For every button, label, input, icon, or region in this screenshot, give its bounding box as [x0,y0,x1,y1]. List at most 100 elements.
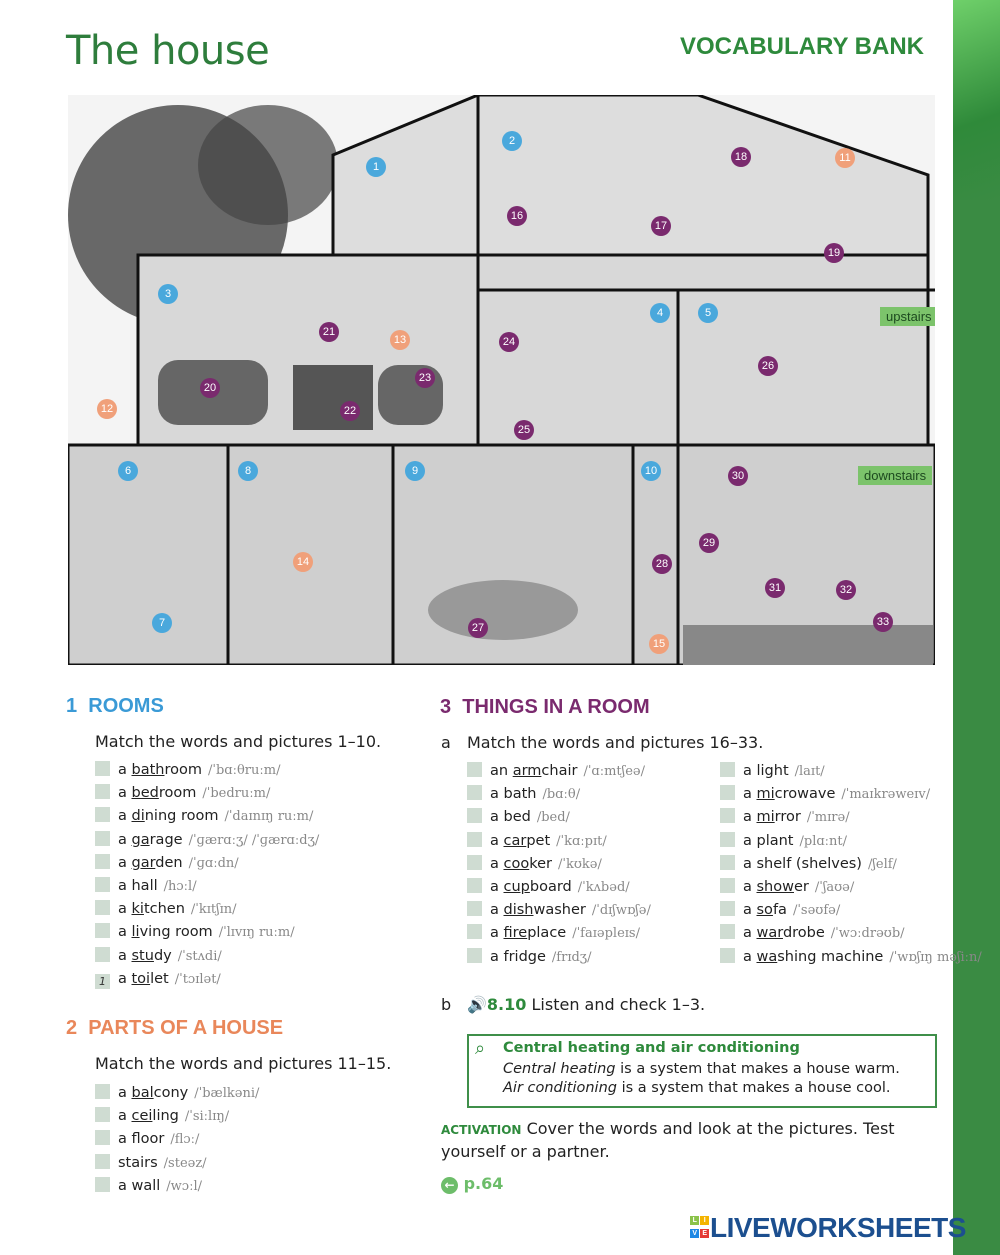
answer-box[interactable] [720,878,735,893]
answer-box[interactable] [467,831,482,847]
answer-box[interactable] [467,947,482,963]
answer-box[interactable] [95,830,110,846]
answer-box[interactable] [95,807,110,823]
vocab-item: a carpet/ˈkɑːpɪt/ [467,831,607,851]
answer-box[interactable] [95,853,110,869]
note-text: is a system that makes a house warm. [615,1061,900,1077]
answer-box[interactable] [467,901,482,917]
vocab-item: a fridge/frɪdʒ/ [467,947,592,967]
picture-number-marker: 24 [499,332,519,352]
pronunciation: /wɔːl/ [166,1178,203,1194]
vocab-item: a kitchen/ˈkɪtʃɪn/ [95,899,237,919]
pronunciation: /ˈʃaʊə/ [814,880,855,895]
answer-box[interactable] [720,901,735,917]
answer-box[interactable] [467,924,482,940]
word-suffix: room [158,785,197,802]
answer-box[interactable] [467,762,482,777]
answer-box[interactable] [467,878,482,893]
house-drawing [68,95,935,665]
picture-number-marker: 14 [293,552,313,572]
vocab-item: a cooker/ˈkʊkə/ [467,854,602,874]
vocab-item: a dining room/ˈdaɪnɪŋ ruːm/ [95,806,313,826]
answer-box[interactable] [95,1153,110,1169]
word-stress: war [756,925,783,942]
word-suffix: room [164,762,202,778]
word-stress: arm [512,763,542,779]
word-prefix: a bath [490,786,537,803]
answer-box[interactable] [95,877,110,892]
downstairs-label: downstairs [858,466,933,485]
word-stress: car [503,832,527,849]
answer-box[interactable] [720,831,735,847]
rooms-instruction: Match the words and pictures 1–10. [95,732,382,751]
picture-number-marker: 11 [835,148,855,168]
word-stress: bal [131,1085,154,1101]
picture-number-marker: 31 [765,578,785,598]
word-prefix: a [118,1108,132,1125]
answer-box[interactable] [720,924,735,940]
logo-text: LIVEWORKSHEETS [710,1212,966,1243]
picture-number-marker: 30 [728,466,748,486]
answer-box[interactable] [95,784,110,800]
vocab-item: a microwave/ˈmaɪkrəweɪv/ [720,784,930,804]
pronunciation: /ˈɡɑːdn/ [188,855,239,871]
word-prefix: a bed [490,809,531,826]
answer-box[interactable] [95,900,110,916]
parts-instruction: Match the words and pictures 11–15. [95,1054,392,1073]
word-stress: coo [503,855,530,872]
page-reference[interactable]: ← p.64 [441,1174,503,1194]
page-ref-text[interactable]: p.64 [463,1174,504,1193]
word-stress: bed [131,785,159,802]
audio-icon[interactable]: 🔊 [467,995,487,1014]
section-number: 2 [66,1017,78,1039]
pronunciation: /ˈstʌdi/ [177,948,222,964]
vocab-item: a fireplace/ˈfaɪəpleɪs/ [467,923,640,943]
answer-box[interactable] [95,1084,110,1099]
word-suffix: cony [153,1085,189,1101]
answer-box[interactable] [95,1130,110,1146]
picture-number-marker: 9 [405,461,425,481]
picture-number-marker: 1 [366,157,386,177]
vocab-item: a plant/plɑːnt/ [720,831,847,851]
answer-box[interactable] [95,1176,110,1192]
answer-box[interactable] [467,854,482,870]
vocab-item: a washing machine/ˈwɒʃɪŋ məʃiːn/ [720,947,982,967]
pronunciation: /ˈtɔɪlət/ [174,971,221,987]
word-stress: mi [756,809,775,826]
word-stress: dish [503,902,534,919]
answer-box[interactable]: 1 [95,973,110,989]
arrow-left-icon: ← [441,1177,458,1194]
answer-box[interactable] [95,946,110,962]
word-prefix: a [490,925,504,942]
answer-box[interactable] [720,762,735,777]
word-prefix: a [118,831,132,848]
word-suffix: den [155,854,183,871]
picture-number-marker: 29 [699,533,719,553]
word-prefix: a [118,762,132,778]
audio-track[interactable]: 8.10 [486,995,527,1014]
answer-box[interactable] [720,808,735,824]
answer-box[interactable] [720,785,735,801]
word-prefix: a [118,1085,132,1101]
picture-number-marker: 12 [97,399,117,419]
upstairs-label: upstairs [880,307,935,326]
word-prefix: a hall [118,878,158,894]
answer-box[interactable] [95,761,110,776]
activation-text: ACTIVATION Cover the words and look at t… [441,1118,911,1162]
answer-box[interactable] [95,923,110,939]
answer-box[interactable] [95,1107,110,1123]
answer-box[interactable] [467,785,482,801]
word-prefix: a [490,832,504,849]
pronunciation: /ˈwɒʃɪŋ məʃiːn/ [889,949,982,965]
answer-box[interactable] [720,854,735,870]
word-suffix: rage [149,831,183,848]
vocab-item: a dishwasher/ˈdɪʃwɒʃə/ [467,900,651,920]
picture-number-marker: 6 [118,461,138,481]
word-prefix: a [118,970,132,987]
answer-box[interactable] [720,947,735,963]
word-prefix: a [490,902,504,919]
answer-box[interactable] [467,808,482,824]
word-suffix: ving room [139,924,213,941]
